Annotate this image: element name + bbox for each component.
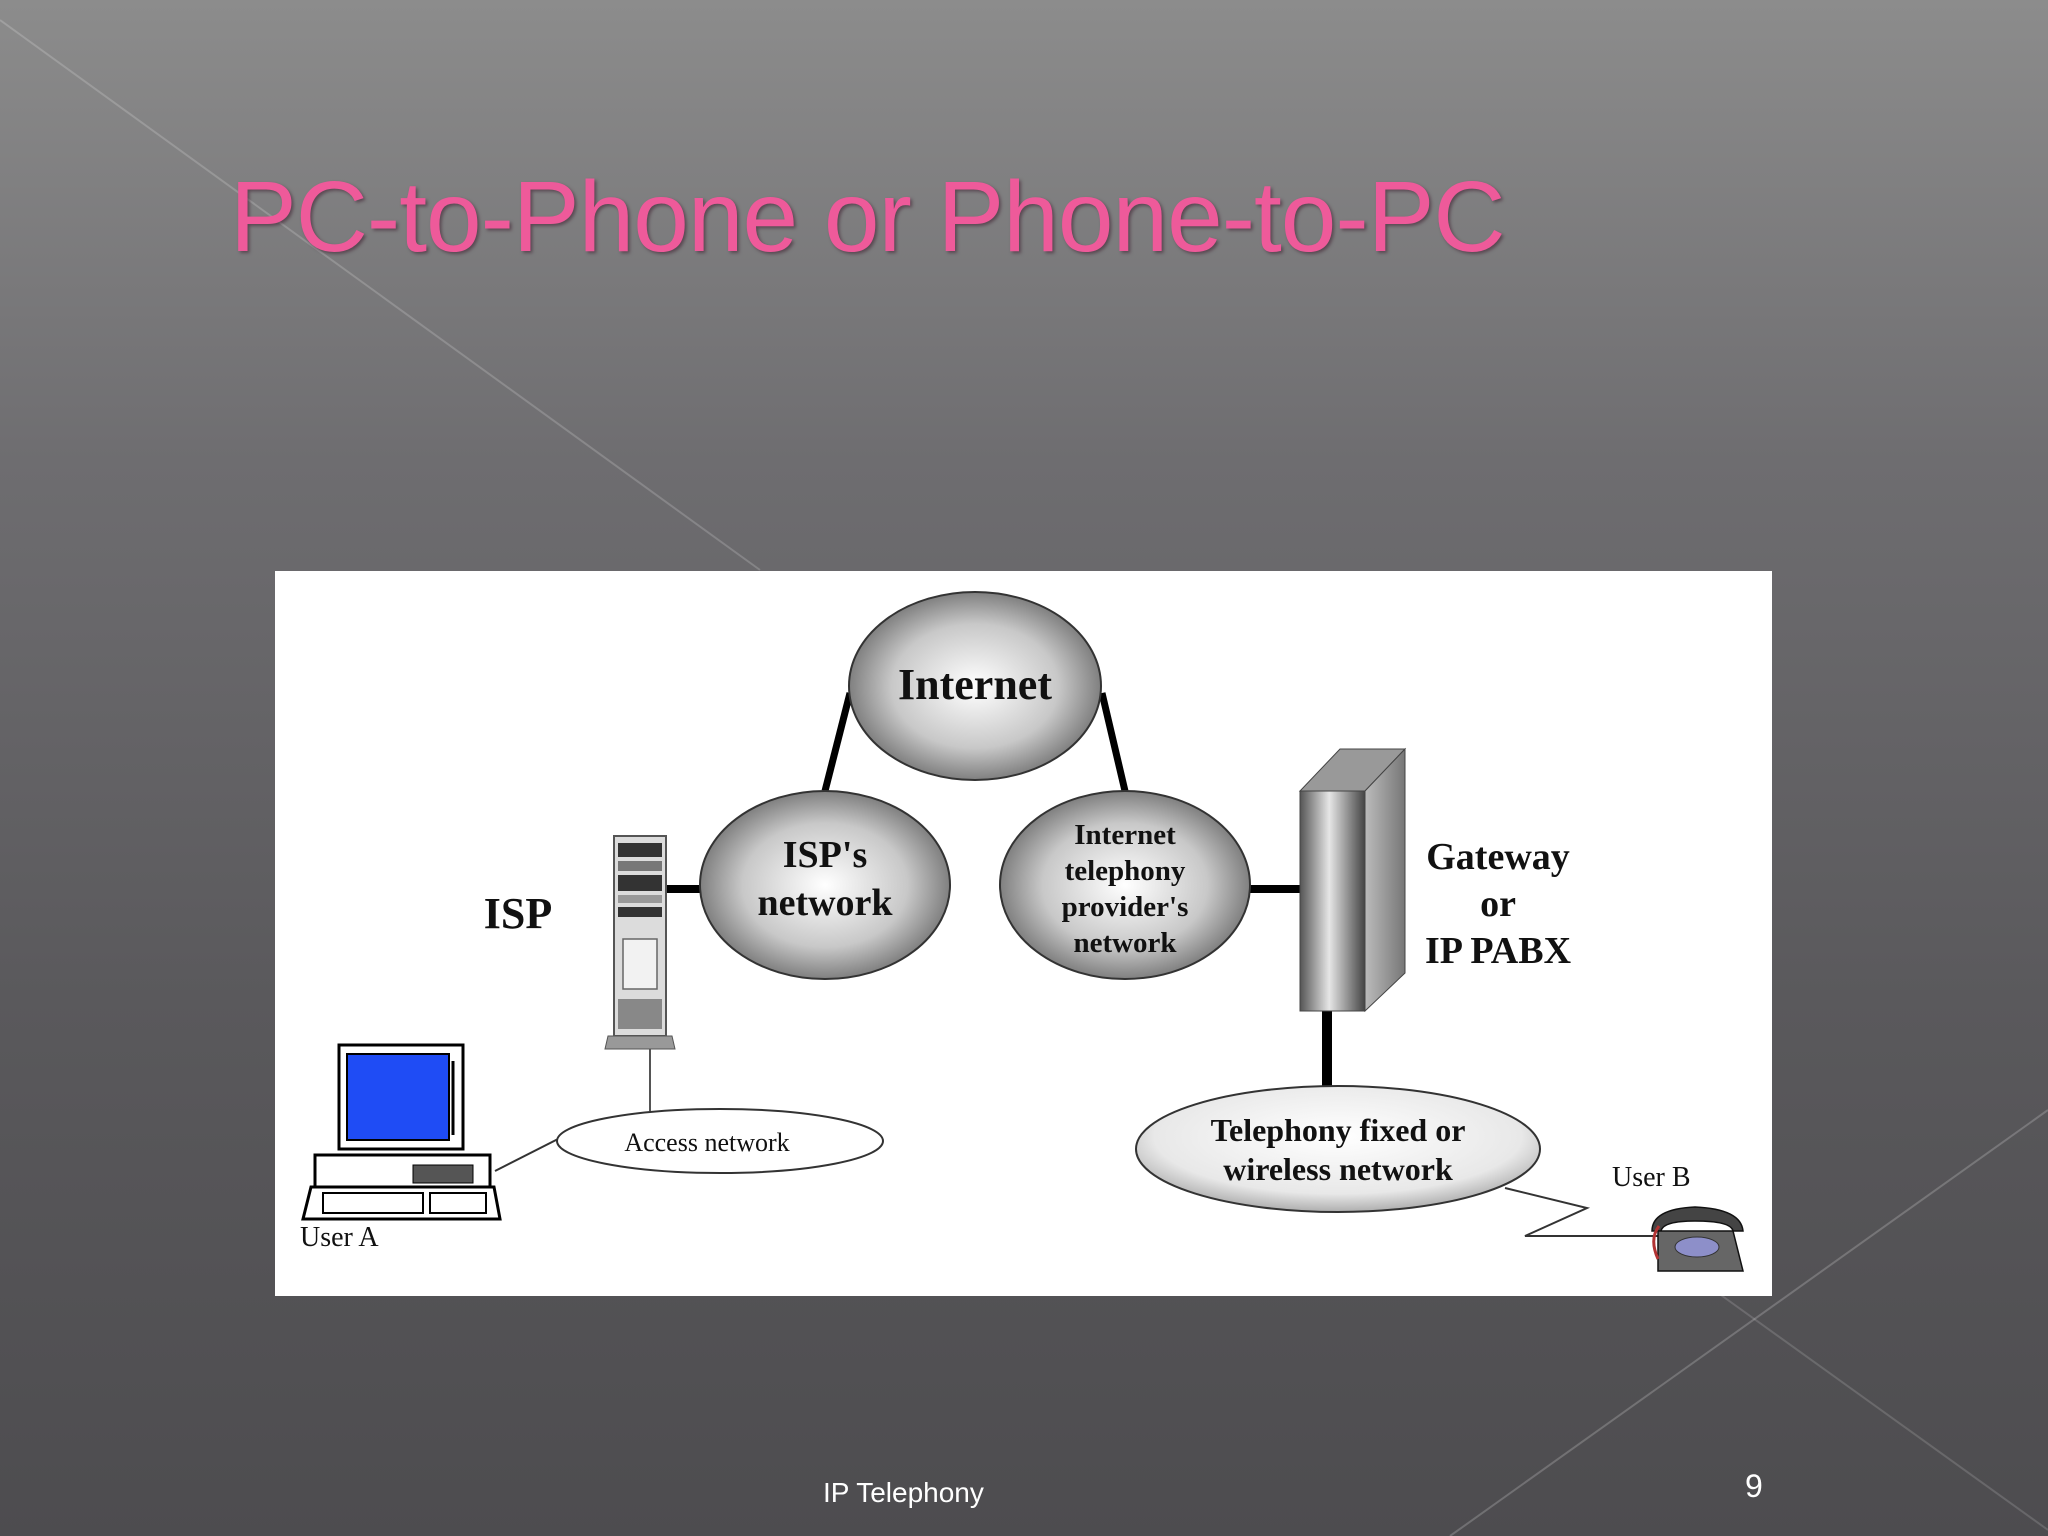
telephone-icon [1651, 1206, 1744, 1272]
computer-icon [301, 1043, 502, 1221]
gateway-label-3: IP PABX [1425, 930, 1571, 972]
access-network-label: Access network [624, 1128, 789, 1157]
connection-lines [494, 692, 1662, 1237]
gateway-label-1: Gateway [1426, 836, 1570, 878]
server-rack-icon [604, 835, 676, 1050]
isp-network-node: ISP's network [699, 790, 951, 980]
telephony-network-label-1: Telephony fixed or [1211, 1112, 1466, 1148]
access-network-node: Access network [556, 1108, 884, 1174]
internet-label: Internet [898, 660, 1052, 709]
isp-label: ISP [484, 889, 552, 938]
provider-network-label-4: network [1073, 927, 1177, 959]
isp-network-label-2: network [757, 882, 893, 924]
provider-network-node: Internet telephony provider's network [999, 790, 1251, 980]
user-a-label: User A [300, 1222, 379, 1253]
provider-network-label-2: telephony [1065, 855, 1186, 887]
isp-network-label-1: ISP's [783, 834, 867, 876]
user-b-label: User B [1612, 1162, 1691, 1193]
gateway-box-icon [1298, 747, 1407, 1013]
gateway-label-2: or [1480, 883, 1516, 925]
provider-network-label-1: Internet [1074, 819, 1176, 851]
network-diagram: Internet ISP's network Internet telephon… [275, 571, 1772, 1296]
internet-node: Internet [848, 591, 1102, 781]
telephony-network-node: Telephony fixed or wireless network [1135, 1085, 1541, 1213]
page-number: 9 [1745, 1468, 1763, 1504]
telephony-network-label-2: wireless network [1223, 1151, 1453, 1187]
slide-title: PC-to-Phone or Phone-to-PC [230, 161, 1506, 273]
provider-network-label-3: provider's [1062, 891, 1189, 923]
footer-label: IP Telephony [823, 1477, 984, 1508]
